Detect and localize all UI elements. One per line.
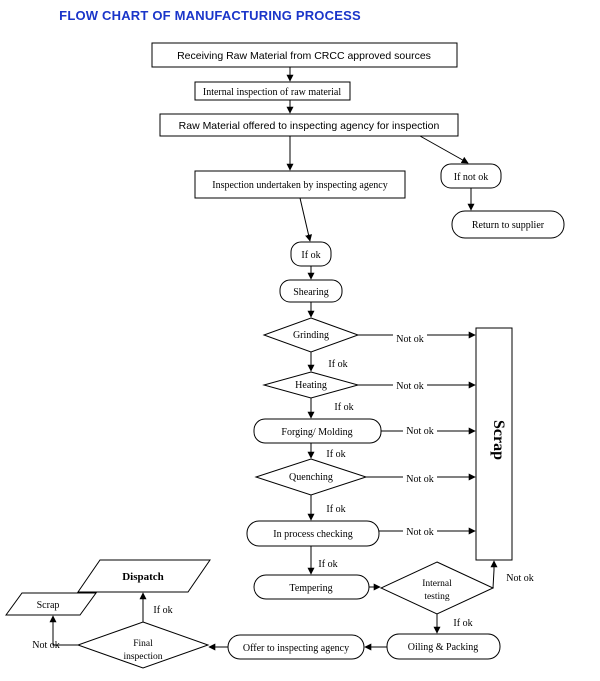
offered-label: Raw Material offered to inspecting agenc… [179, 120, 440, 132]
heating-label: Heating [295, 380, 327, 391]
tempering-label: Tempering [289, 583, 332, 594]
oiling-packing-label: Oiling & Packing [408, 642, 479, 653]
if-ok-grinding-label: If ok [328, 359, 347, 370]
not-ok-quenching-label: Not ok [406, 474, 434, 485]
final-inspection-diamond: Final inspection [76, 621, 210, 669]
receiving-box: Receiving Raw Material from CRCC approve… [151, 42, 458, 68]
forging-node: Forging/ Molding [253, 418, 382, 444]
tempering-node: Tempering [253, 574, 370, 600]
if-not-ok-top-node: If not ok [440, 163, 502, 189]
quenching-diamond: Quenching [254, 458, 368, 496]
return-to-supplier-label: Return to supplier [472, 220, 545, 231]
internal-inspection-box: Internal inspection of raw material [194, 81, 351, 101]
page-title: FLOW CHART OF MANUFACTURING PROCESS [59, 8, 361, 23]
shearing-node: Shearing [279, 279, 343, 303]
heating-diamond: Heating [262, 371, 360, 399]
internal-testing-label-1: Internal [422, 579, 452, 589]
receiving-label: Receiving Raw Material from CRCC approve… [177, 50, 431, 62]
dispatch-label: Dispatch [122, 571, 164, 583]
not-ok-heating-label: Not ok [396, 381, 424, 392]
if-ok-heating-label: If ok [334, 402, 353, 413]
not-ok-testing-label: Not ok [506, 573, 534, 584]
offer-agency-label: Offer to inspecting agency [243, 643, 349, 654]
if-ok-forging-label: If ok [326, 449, 345, 460]
edge-labels: Not ok Not ok Not ok Not ok Not ok Not o… [32, 332, 534, 651]
in-process-checking-label: In process checking [273, 529, 352, 540]
dispatch-node: Dispatch [77, 559, 211, 593]
grinding-label: Grinding [293, 330, 329, 341]
if-ok-testing-label: If ok [453, 618, 472, 629]
inspection-undertaken-label: Inspection undertaken by inspecting agen… [212, 180, 388, 191]
grinding-diamond: Grinding [262, 317, 360, 353]
scrap-bar: Scrap [475, 327, 513, 561]
if-ok-quenching-label: If ok [326, 504, 345, 515]
scrap-bar-label: Scrap [490, 420, 507, 460]
not-ok-forging-label: Not ok [406, 426, 434, 437]
offer-agency-node: Offer to inspecting agency [227, 634, 365, 660]
final-inspection-label-1: Final [133, 639, 153, 649]
scrap-small-node: Scrap [5, 592, 97, 616]
if-ok-final-label: If ok [153, 605, 172, 616]
forging-label: Forging/ Molding [281, 427, 352, 438]
not-ok-inprocess-label: Not ok [406, 527, 434, 538]
scrap-small-label: Scrap [37, 600, 60, 611]
if-ok-node: If ok [290, 241, 332, 267]
in-process-checking-node: In process checking [246, 520, 380, 547]
final-inspection-label-2: inspection [123, 652, 162, 662]
quenching-label: Quenching [289, 472, 333, 483]
not-ok-grinding-label: Not ok [396, 334, 424, 345]
return-to-supplier-node: Return to supplier [451, 210, 565, 239]
internal-testing-diamond: Internal testing [379, 561, 495, 615]
if-not-ok-top-label: If not ok [454, 172, 488, 183]
if-ok-label: If ok [301, 250, 320, 261]
shearing-label: Shearing [293, 287, 329, 298]
internal-inspection-label: Internal inspection of raw material [203, 87, 341, 98]
not-ok-final-label: Not ok [32, 640, 60, 651]
inspection-undertaken-box: Inspection undertaken by inspecting agen… [194, 170, 406, 199]
if-ok-inprocess-label: If ok [318, 559, 337, 570]
oiling-packing-node: Oiling & Packing [386, 633, 501, 660]
internal-testing-label-2: testing [424, 592, 450, 602]
offered-box: Raw Material offered to inspecting agenc… [159, 113, 459, 137]
